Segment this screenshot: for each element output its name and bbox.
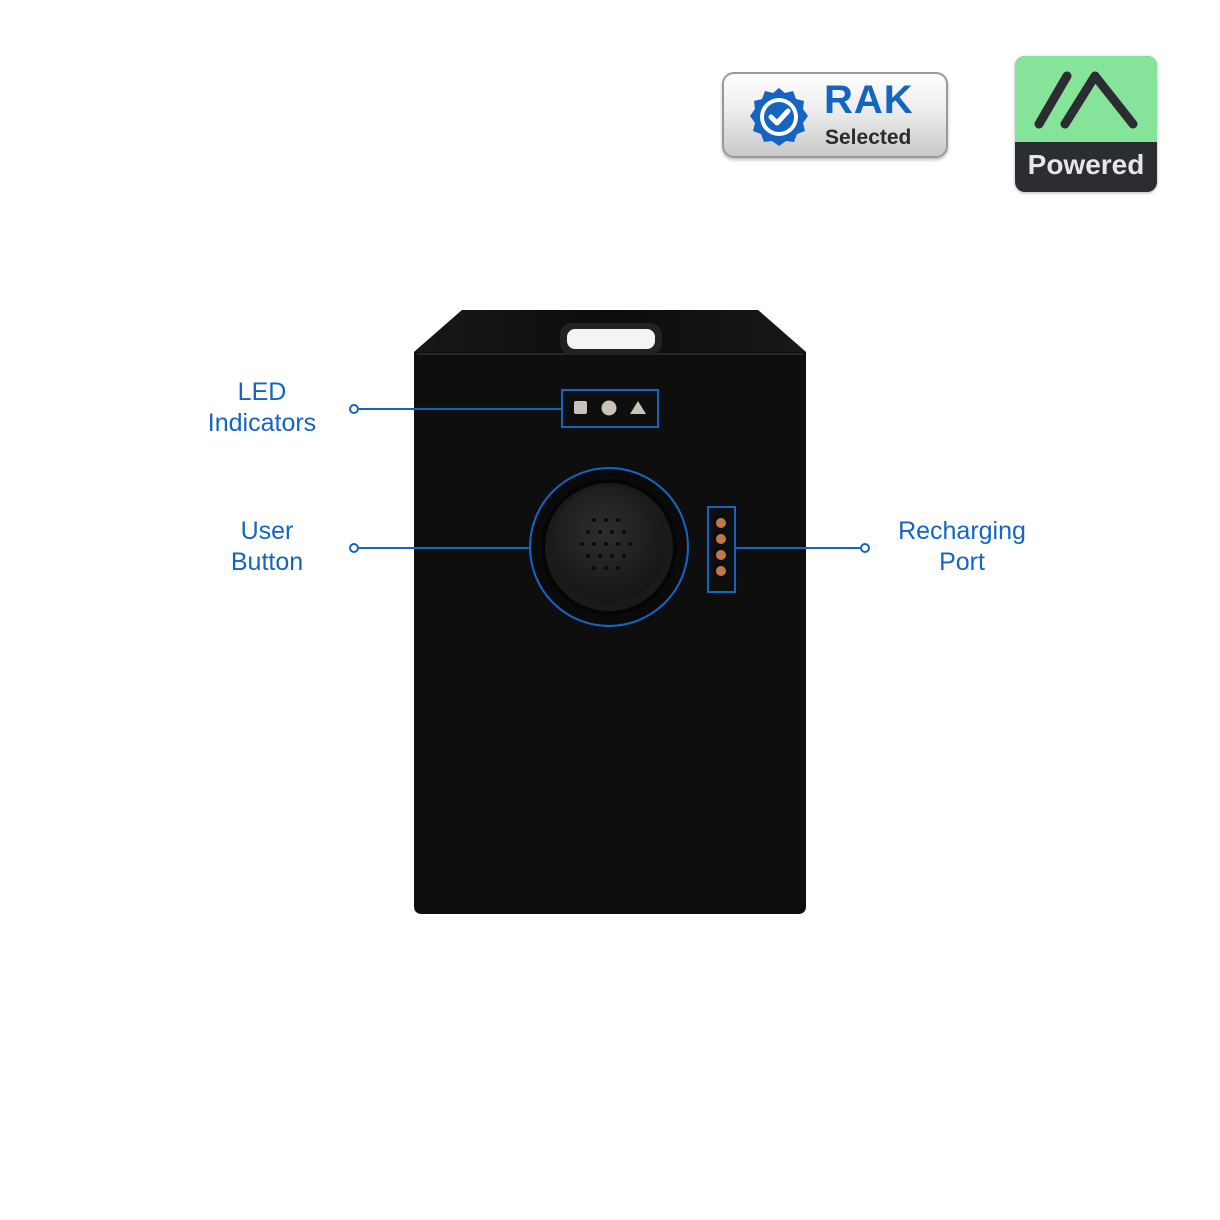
port-label-line2: Port (939, 548, 985, 576)
user-button-label: User Button (207, 516, 327, 578)
powered-badge: Powered (1015, 56, 1157, 192)
powered-logo-icon (1034, 71, 1138, 129)
led-square-icon (574, 401, 587, 414)
rak-badge-title: RAK (824, 78, 914, 122)
button-label-line1: User (240, 517, 294, 545)
led-circle-icon (601, 400, 617, 416)
led-leader-dot (349, 404, 359, 414)
led-label-line2: Indicators (207, 409, 317, 437)
port-label-line1: Recharging (898, 517, 1026, 545)
verified-check-icon (750, 88, 808, 146)
lanyard-slot (567, 329, 655, 349)
tracker-device (414, 310, 806, 914)
button-leader-dot (349, 543, 359, 553)
powered-badge-label: Powered (1027, 149, 1145, 180)
recharging-port-label: Recharging Port (882, 516, 1042, 578)
led-label-line1: LED (237, 378, 287, 406)
port-leader-dot (860, 543, 870, 553)
user-button-cap (551, 486, 667, 602)
led-indicators-label: LED Indicators (192, 377, 332, 439)
rak-badge-subtitle: Selected (825, 126, 912, 149)
rak-selected-badge: RAK Selected (722, 72, 948, 158)
button-label-line2: Button (230, 548, 304, 576)
